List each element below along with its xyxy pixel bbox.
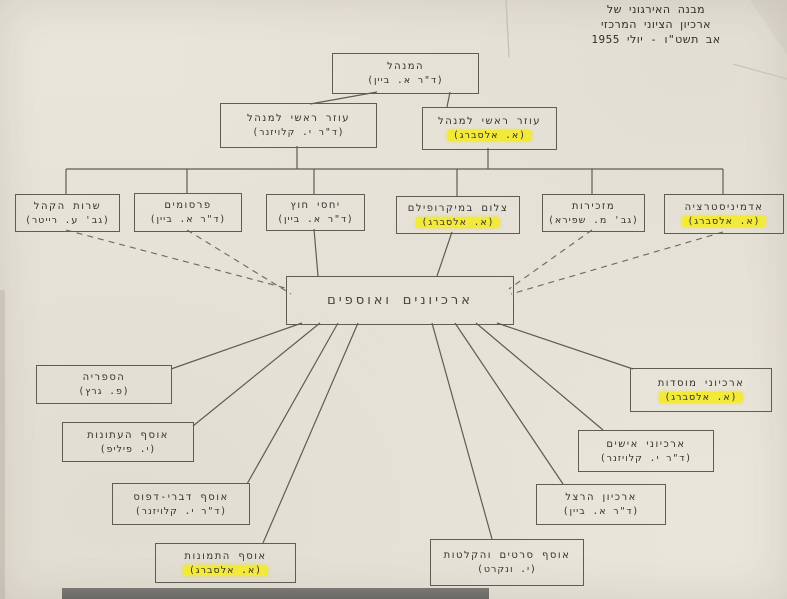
box-microfilm-photography: צלום במיקרופילם (א. אלסברג) — [396, 196, 520, 234]
box-title: עוזר ראשי למנהל — [438, 116, 541, 127]
highlighted-name: (א. אלסברג) — [681, 215, 767, 227]
box-person: (ד"ר א. ביין) — [149, 214, 227, 225]
box-institutional-archives: ארכיוני מוסדות (א. אלסברג) — [630, 368, 772, 412]
box-person: (ד"ר א. ביין) — [562, 506, 640, 517]
box-chief-assistant-left: עוזר ראשי למנהל (ד"ר י. קלויזנר) — [220, 103, 377, 148]
box-title: אדמיניסטרציה — [684, 201, 764, 213]
box-title: ארכיון הרצל — [565, 492, 637, 503]
box-title: המנהל — [386, 61, 425, 72]
box-person: (י. ונקרט) — [477, 564, 537, 575]
box-person: (ד"ר א. ביין) — [277, 214, 354, 225]
scan-edge-shade — [0, 290, 5, 599]
box-person: (ד"ר י. קלויזנר) — [599, 452, 693, 464]
highlighted-name: (א. אלסברג) — [658, 391, 744, 403]
box-film-recordings-collection: אוסף סרטים והקלטות (י. ונקרט) — [430, 539, 584, 586]
box-title: מזכירות — [571, 200, 616, 212]
box-title: אוסף סרטים והקלטות — [443, 550, 571, 561]
box-public-service: שרות הקהל (גב' ע. רייטר) — [15, 194, 120, 232]
box-title: צלום במיקרופילם — [407, 202, 509, 214]
box-person: (ד"ר י. קלויזנר) — [134, 505, 228, 517]
box-chief-assistant-right: עוזר ראשי למנהל (א. אלסברג) — [422, 107, 557, 150]
box-foreign-relations: יחסי חוץ (ד"ר א. ביין) — [266, 194, 365, 231]
box-person: (פ. גרץ) — [78, 386, 130, 397]
box-title: ארכיונים ואוספים — [327, 293, 473, 308]
box-photo-collection: אוסף התמונות (א. אלסברג) — [155, 543, 296, 583]
box-title: אוסף העתונות — [87, 429, 169, 441]
dashed-connectors — [65, 229, 724, 295]
box-title: אוסף דברי-דפוס — [133, 491, 229, 503]
box-person: (א. אלסברג) — [415, 216, 501, 228]
box-herzl-archive: ארכיון הרצל (ד"ר א. ביין) — [536, 484, 666, 525]
highlighted-name: (א. אלסברג) — [415, 216, 501, 228]
box-title: ארכיוני מוסדות — [657, 377, 745, 389]
box-person: (גב' מ. שפירא) — [548, 214, 639, 226]
fold-crease — [505, 0, 510, 58]
box-person: (י. פיליפ) — [99, 443, 157, 455]
page-caption: מבנה האירגוני של ארכיון הציוני המרכזי אב… — [565, 2, 747, 47]
caption-line-2: ארכיון הציוני המרכזי — [600, 18, 712, 31]
box-title: שרות הקהל — [33, 200, 102, 212]
box-person: (א. אלסברג) — [681, 215, 767, 227]
scan-artifacts — [505, 0, 787, 80]
box-personal-archives: ארכיוני אישים (ד"ר י. קלויזנר) — [578, 430, 714, 472]
box-title: אוסף התמונות — [184, 550, 267, 562]
box-person: (א. אלסברג) — [447, 130, 532, 141]
box-archives-and-collections: ארכיונים ואוספים — [286, 276, 514, 325]
box-title: פרסומים — [164, 200, 212, 211]
corner-shadow — [750, 0, 787, 55]
box-title: ארכיוני אישים — [606, 438, 686, 450]
box-title: יחסי חוץ — [290, 200, 341, 211]
solid-connectors — [65, 91, 724, 544]
box-person: (ד"ר י. קלויזנר) — [252, 127, 345, 138]
corner-crease — [732, 63, 787, 80]
box-title: עוזר ראשי למנהל — [247, 113, 350, 124]
box-press-collection: אוסף העתונות (י. פיליפ) — [62, 422, 194, 462]
box-printed-matter-collection: אוסף דברי-דפוס (ד"ר י. קלויזנר) — [112, 483, 250, 525]
box-person: (גב' ע. רייטר) — [25, 214, 110, 226]
caption-line-3: אב תשט"ו - יולי 1955 — [591, 33, 721, 46]
highlighted-name: (א. אלסברג) — [447, 130, 532, 141]
box-person: (ד"ר א. ביין) — [367, 75, 444, 86]
box-administration: אדמיניסטרציה (א. אלסברג) — [664, 194, 784, 234]
highlighted-name: (א. אלסברג) — [183, 564, 268, 576]
box-secretariat: מזכירות (גב' מ. שפירא) — [542, 194, 645, 232]
box-director: המנהל (ד"ר א. ביין) — [332, 53, 479, 94]
box-title: הספריה — [82, 372, 126, 383]
caption-line-1: מבנה האירגוני של — [606, 3, 706, 16]
box-publications: פרסומים (ד"ר א. ביין) — [134, 193, 242, 232]
scan-edge-bar — [62, 588, 489, 599]
box-person: (א. אלסברג) — [183, 564, 268, 576]
box-library: הספריה (פ. גרץ) — [36, 365, 172, 404]
box-person: (א. אלסברג) — [658, 391, 744, 403]
